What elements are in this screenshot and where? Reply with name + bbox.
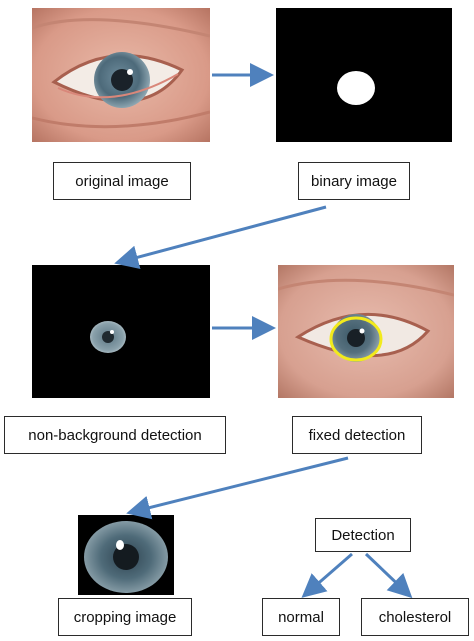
label-non-background-detection: non-background detection [4,416,226,454]
label-normal: normal [262,598,340,636]
fixed-detection-image [278,265,454,398]
arrow-binary-to-non-background [114,205,327,269]
label-original-image: original image [53,162,191,200]
label-cropping-image: cropping image [58,598,192,636]
label-binary-image: binary image [298,162,410,200]
label-detection: Detection [315,518,411,552]
arrow-detection-to-cholesterol [364,552,413,599]
non-background-detection-image [32,265,210,398]
arrow-fixed-to-cropping [126,456,349,520]
binary-image [276,8,452,142]
highlight-ring [329,316,383,362]
label-fixed-detection: fixed detection [292,416,422,454]
arrow-detection-to-normal [301,552,353,598]
label-cholesterol: cholesterol [361,598,469,636]
cropped-iris-image [78,515,174,595]
original-eye-image [32,8,210,142]
